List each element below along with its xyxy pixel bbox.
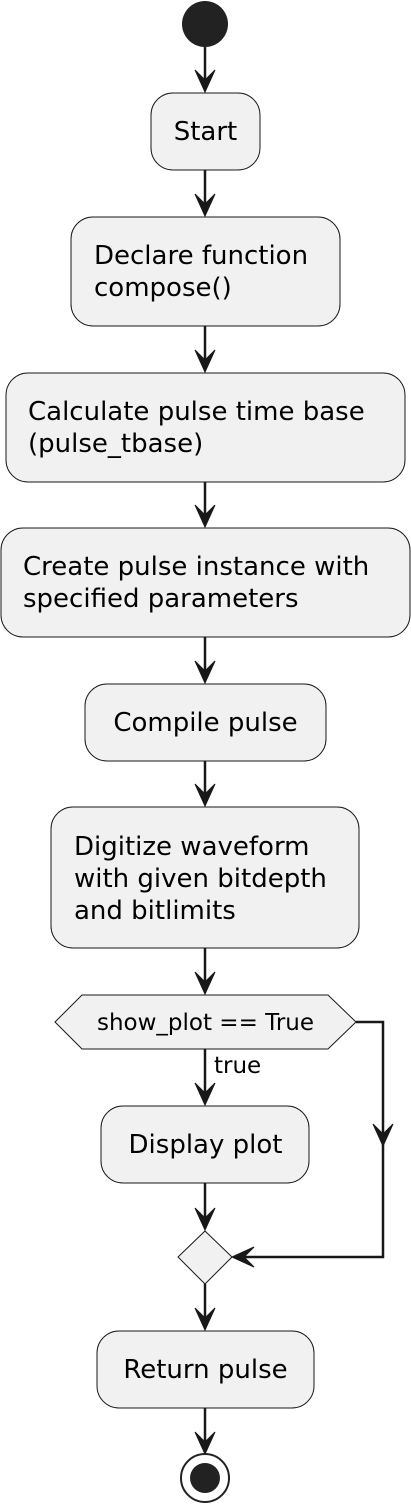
flow-arrowhead <box>194 1207 216 1232</box>
action-digitize-waveform-label-3: and bitlimits <box>74 896 236 926</box>
flow-arrowhead <box>194 1431 216 1456</box>
action-digitize-waveform-label: Digitize waveform <box>74 832 310 862</box>
action-create-pulse-instance <box>0 527 411 638</box>
action-declare-function-label-2: compose() <box>94 273 232 303</box>
action-display-plot-label: Display plot <box>129 1130 283 1160</box>
flow-arrowhead <box>194 193 216 218</box>
initial-node <box>182 1 228 47</box>
decision-true-label: true <box>214 1053 261 1079</box>
flow-arrowhead <box>372 1123 394 1148</box>
flow-arrowhead <box>194 69 216 94</box>
action-declare-function-label: Declare function <box>94 241 308 271</box>
flow-arrowhead <box>194 349 216 374</box>
flow-arrowhead <box>194 971 216 996</box>
flow-arrowhead <box>194 1307 216 1332</box>
decision-show-plot <box>54 994 357 1050</box>
action-create-pulse-instance-label: Create pulse instance with <box>23 552 369 582</box>
merge-node <box>177 1230 233 1285</box>
flow-arrowhead <box>194 660 216 685</box>
decision-show-plot-condition: show_plot == True <box>97 1010 314 1036</box>
flow-arrowhead <box>194 504 216 529</box>
action-start-label: Start <box>174 117 238 147</box>
action-calculate-time-base-label-2: (pulse_tbase) <box>28 429 203 459</box>
action-calculate-time-base-label: Calculate pulse time base <box>28 397 365 427</box>
action-digitize-waveform-label-2: with given bitdepth <box>74 864 327 894</box>
flow-arrowhead <box>194 1082 216 1107</box>
action-calculate-time-base <box>5 372 406 483</box>
flow-arrowhead <box>230 1246 255 1268</box>
action-create-pulse-instance-label-2: specified parameters <box>23 584 299 614</box>
flow-arrowhead <box>194 783 216 808</box>
final-node <box>190 1463 220 1493</box>
action-return-pulse-label: Return pulse <box>123 1355 287 1385</box>
action-compile-pulse-label: Compile pulse <box>113 708 297 738</box>
action-declare-function <box>70 216 341 327</box>
